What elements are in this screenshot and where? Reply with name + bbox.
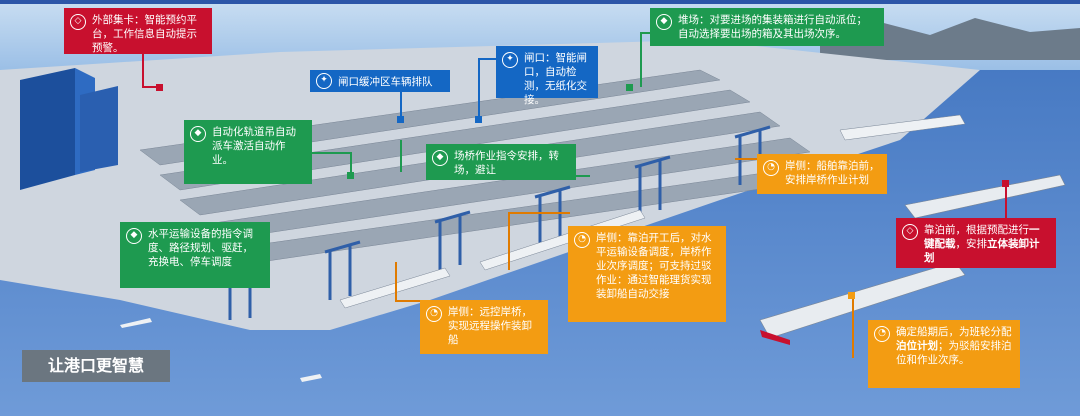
callout-yard: ◆ 堆场：对要进场的集装箱进行自动派位；自动选择要出场的箱及其出场次序。 (650, 8, 884, 46)
lightbulb-icon: ✦ (502, 52, 518, 68)
callout-text-bold: 一键配载 (924, 224, 1040, 250)
callout-text: 水平运输设备的指令调度、路径规划、驱赶，充换电、停车调度 (148, 228, 253, 268)
gauge-icon: ◔ (426, 306, 442, 322)
shield-icon: ◇ (70, 14, 86, 30)
gauge-icon: ◔ (574, 232, 590, 248)
leader-line (640, 32, 652, 34)
callout-shore-remote: ◔ 岸侧：远控岸桥，实现远程操作装卸船 (420, 300, 548, 354)
callout-text: 闸口：智能闸口，自动检测，无纸化交接。 (524, 52, 587, 106)
leader-line (735, 158, 757, 160)
leader-line (350, 152, 352, 174)
location-pin (626, 84, 633, 91)
location-pin (156, 84, 163, 91)
leader-line (395, 262, 397, 302)
leader-line (508, 212, 570, 214)
callout-text-prefix: 靠泊前，根据预配进行 (924, 224, 1029, 236)
location-pin (475, 116, 482, 123)
leader-line (142, 86, 160, 88)
location-pin (1002, 180, 1009, 187)
callout-text-suffix: ；为驳船安排泊位和作业次序。 (896, 340, 1012, 366)
leader-line (508, 212, 510, 270)
location-pin (397, 116, 404, 123)
callout-text: 自动化轨道吊自动派车激活自动作业。 (212, 126, 296, 166)
callout-horizontal: ◆ 水平运输设备的指令调度、路径规划、驱赶，充换电、停车调度 (120, 222, 270, 288)
layers-icon: ◆ (656, 14, 672, 30)
gauge-icon: ◔ (763, 160, 779, 176)
callout-text: 场桥作业指令安排，转场，避让 (454, 150, 559, 176)
callout-shore-after: ◔ 岸侧：靠泊开工后，对水平运输设备调度，岸桥作业次序调度；可支持过驳作业：通过… (568, 226, 726, 322)
leader-line (400, 88, 402, 118)
callout-text: 确定船期后，为班轮分配泊位计划；为驳船安排泊位和作业次序。 (896, 326, 1012, 366)
callout-text-mid: ，安排 (955, 238, 988, 250)
leader-line (1005, 186, 1007, 218)
callout-bridge-cmd: ◆ 场桥作业指令安排，转场，避让 (426, 144, 576, 180)
leader-line (852, 296, 854, 358)
callout-text: 岸侧：船舶靠泊前，安排岸桥作业计划 (785, 160, 880, 186)
location-pin (848, 292, 855, 299)
callout-berth-pre: ◇ 靠泊前，根据预配进行一键配载，安排立体装卸计划 (896, 218, 1056, 268)
callout-gate-card: ◇ 外部集卡：智能预约平台，工作信息自动提示预警。 (64, 8, 212, 54)
callout-gate: ✦ 闸口：智能闸口，自动检测，无纸化交接。 (496, 46, 598, 106)
gauge-icon: ◔ (874, 326, 890, 342)
layers-icon: ◆ (432, 150, 448, 166)
ships (120, 114, 1066, 382)
leader-line (640, 32, 642, 87)
shield-icon: ◇ (902, 224, 918, 240)
callout-text: 外部集卡：智能预约平台，工作信息自动提示预警。 (92, 14, 197, 54)
callout-text-bold2: 立体装卸计划 (924, 238, 1040, 264)
office-towers (20, 68, 118, 190)
callout-text: 岸侧：靠泊开工后，对水平运输设备调度，岸桥作业次序调度；可支持过驳作业：通过智能… (596, 232, 712, 300)
page-title: 让港口更智慧 (22, 350, 170, 382)
leader-line (400, 140, 402, 172)
callout-text: 岸侧：远控岸桥，实现远程操作装卸船 (448, 306, 532, 346)
callout-ship-period: ◔ 确定船期后，为班轮分配泊位计划；为驳船安排泊位和作业次序。 (868, 320, 1020, 388)
layers-icon: ◆ (190, 126, 206, 142)
leader-line (395, 300, 425, 302)
lightbulb-icon: ✦ (316, 73, 332, 89)
callout-buffer-queue: ✦ 闸口缓冲区车辆排队 (310, 70, 450, 92)
leader-line (478, 58, 480, 116)
callout-text-bold: 泊位计划 (896, 340, 938, 352)
leader-line (312, 152, 352, 154)
callout-text: 闸口缓冲区车辆排队 (338, 76, 433, 88)
callout-text: 堆场：对要进场的集装箱进行自动派位；自动选择要出场的箱及其出场次序。 (678, 14, 867, 40)
callout-rail-crane: ◆ 自动化轨道吊自动派车激活自动作业。 (184, 120, 312, 184)
layers-icon: ◆ (126, 228, 142, 244)
leader-line (142, 52, 144, 88)
leader-line (478, 58, 498, 60)
callout-text: 靠泊前，根据预配进行一键配载，安排立体装卸计划 (924, 224, 1040, 264)
location-pin (347, 172, 354, 179)
mountains (820, 18, 1080, 60)
callout-shore-before: ◔ 岸侧：船舶靠泊前，安排岸桥作业计划 (757, 154, 887, 194)
callout-text-prefix: 确定船期后，为班轮分配 (896, 326, 1012, 338)
